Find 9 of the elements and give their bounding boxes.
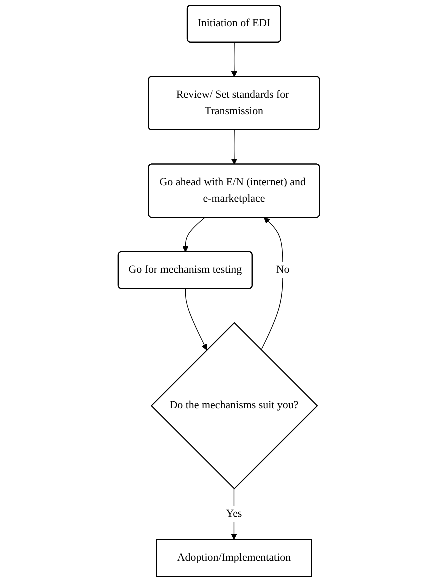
edge-label: Yes — [226, 508, 243, 520]
arrow — [186, 288, 208, 350]
node-diamond: Do the mechanisms suit you? — [151, 322, 319, 490]
arrow — [183, 218, 206, 252]
arrow — [232, 42, 238, 78]
arrow — [232, 130, 238, 165]
edge-label: No — [276, 264, 290, 276]
node-box: Adoption/Implementation — [156, 539, 313, 578]
arrow — [261, 218, 284, 351]
